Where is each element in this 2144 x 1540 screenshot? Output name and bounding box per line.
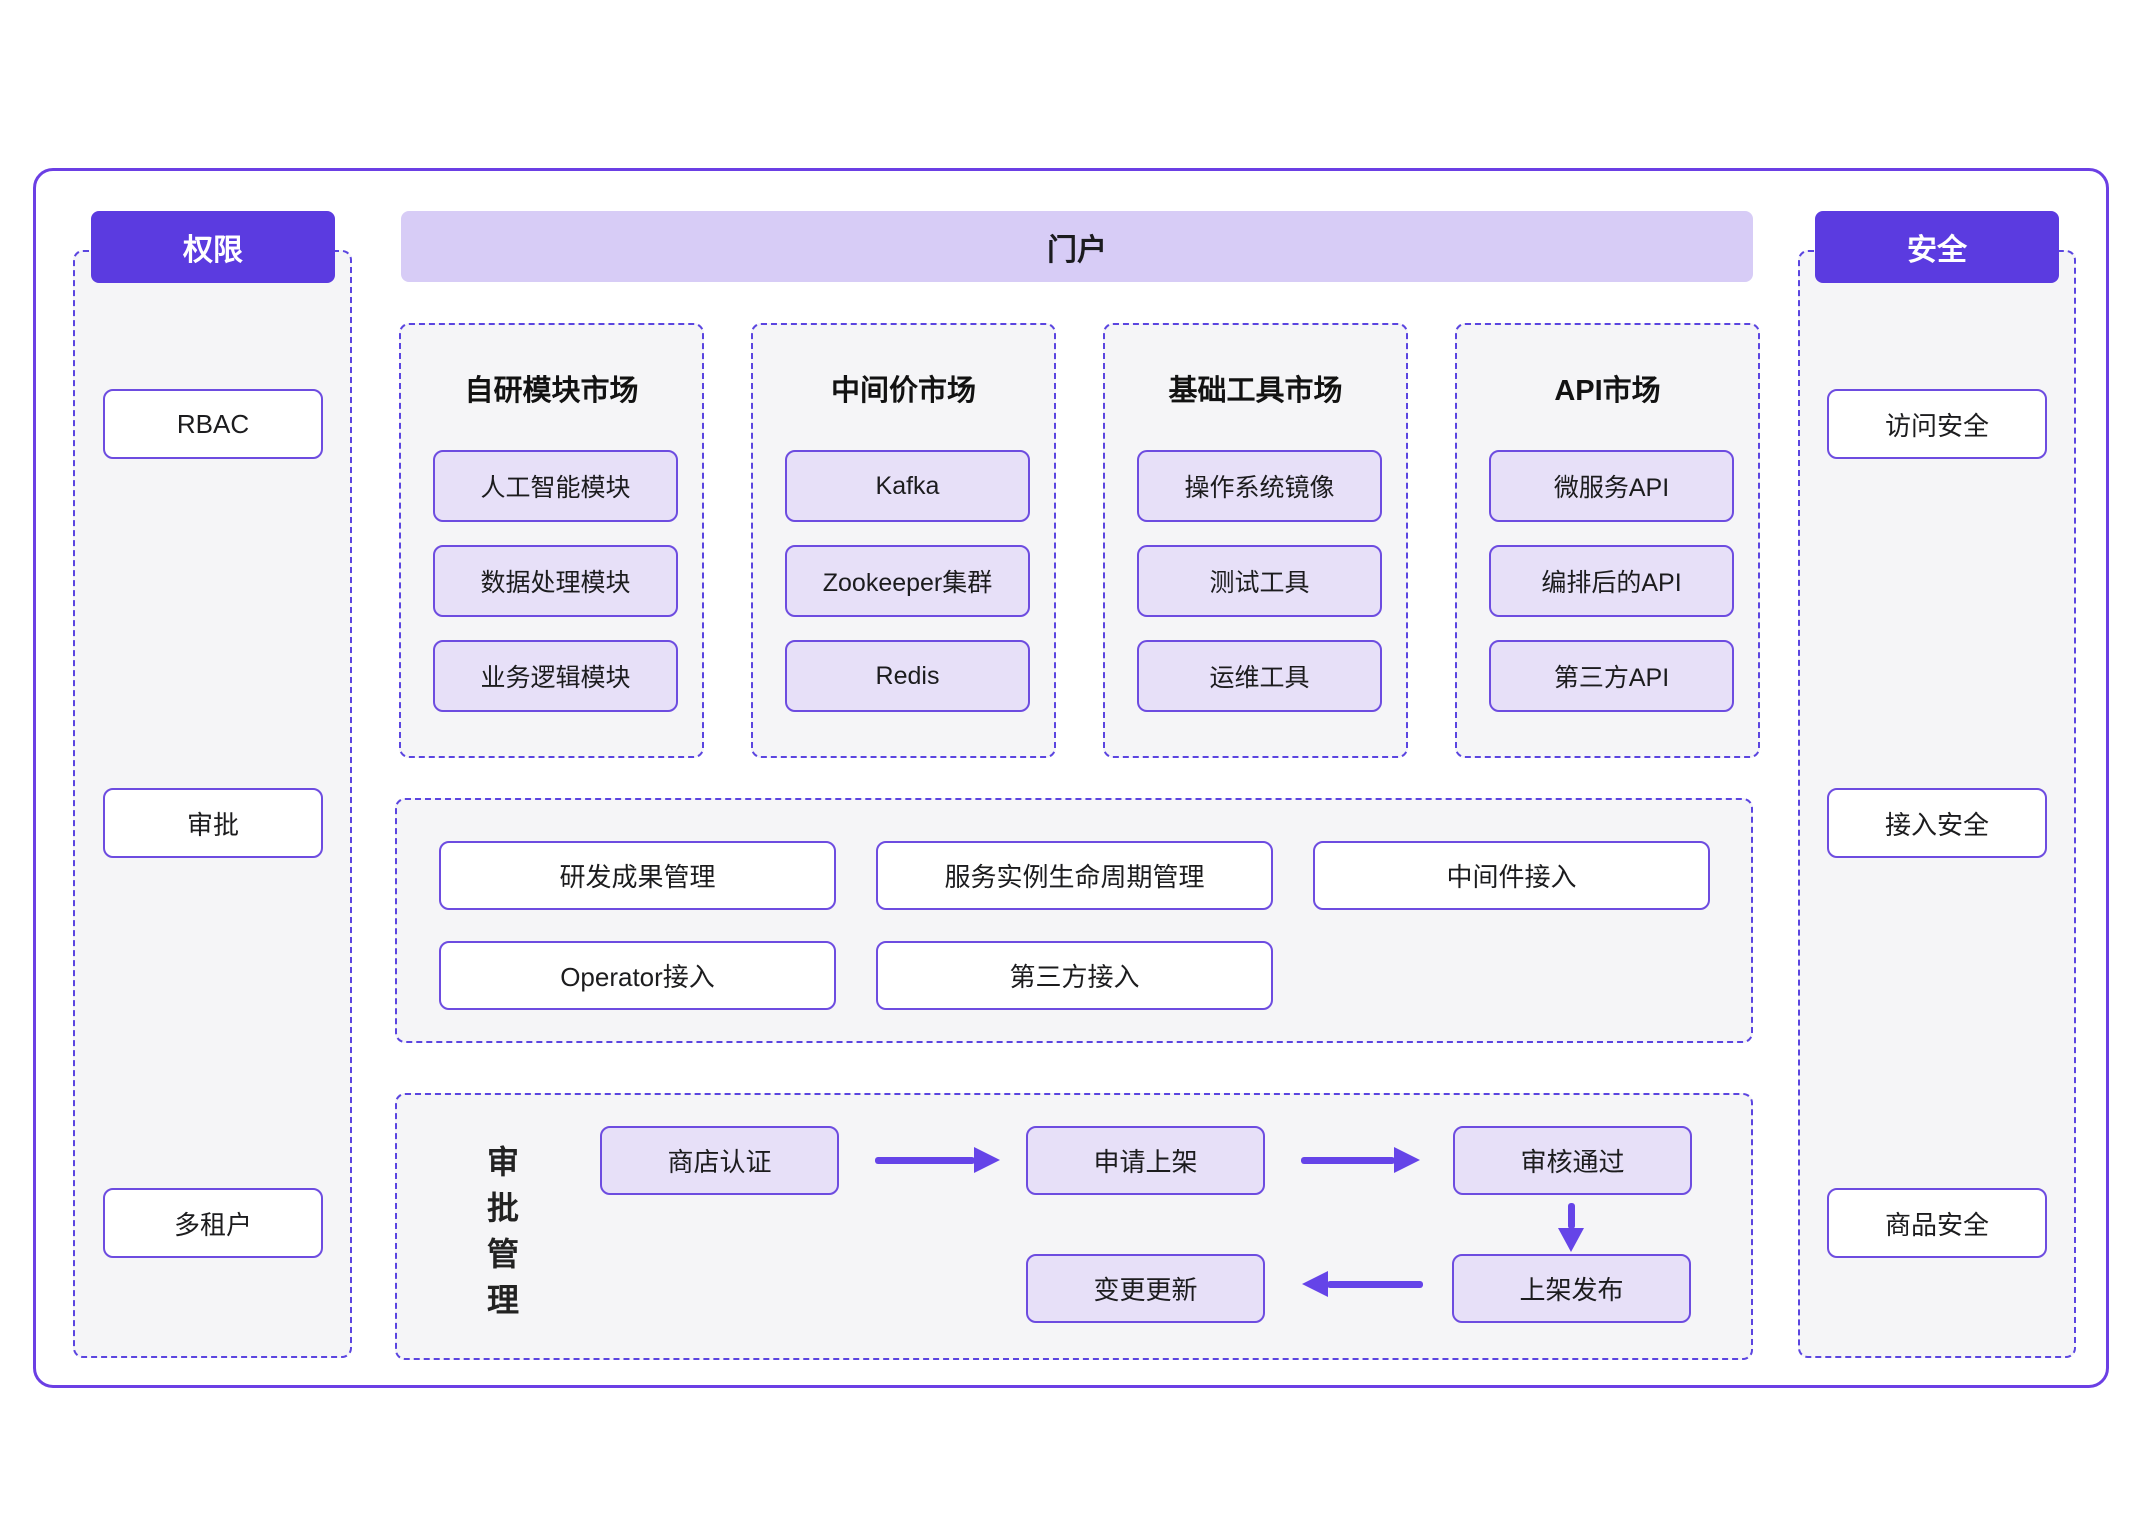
flow-step-label: 上架发布 [1519, 1275, 1624, 1305]
permissions-header: 权限 [91, 211, 335, 283]
market-item-label: Kafka [875, 471, 940, 500]
portal-banner: 门户 [401, 211, 1753, 282]
market-item: 第三方API [1489, 640, 1734, 712]
market-item: 数据处理模块 [433, 545, 678, 617]
market-item: 测试工具 [1137, 545, 1382, 617]
market-item: Kafka [785, 450, 1030, 522]
node-middleware-access: 中间件接入 [1313, 841, 1710, 910]
market-item-label: 业务逻辑模块 [480, 664, 631, 692]
approval-flow-label: 审批管理 [486, 1144, 519, 1318]
node-rbac: RBAC [103, 389, 323, 459]
node-multitenant: 多租户 [103, 1188, 323, 1258]
portal-banner-label: 门户 [1047, 233, 1107, 267]
market-title: 中间价市场 [830, 375, 976, 407]
market-item: Redis [785, 640, 1030, 712]
node-access-security-label: 访问安全 [1884, 410, 1989, 441]
arrow-apply-to-review [1301, 1147, 1420, 1173]
node-label: 中间件接入 [1446, 862, 1577, 892]
flow-step-change-update: 变更更新 [1026, 1254, 1265, 1323]
flow-step-apply-listing: 申请上架 [1026, 1126, 1265, 1195]
market-item: 运维工具 [1137, 640, 1382, 712]
arrow-review-to-publish [1558, 1203, 1584, 1252]
flow-step-store-certification: 商店认证 [600, 1126, 839, 1195]
node-product-security-label: 商品安全 [1884, 1209, 1989, 1240]
market-item: 人工智能模块 [433, 450, 678, 522]
diagram-frame: 权限 RBAC 审批 多租户 安全 访问安全 接入安全 商品安全 门户 自研模块… [33, 168, 2109, 1388]
permissions-header-label: 权限 [183, 234, 243, 267]
node-rd-results-mgmt: 研发成果管理 [439, 841, 836, 910]
security-header-label: 安全 [1907, 234, 1967, 267]
node-integration-security-label: 接入安全 [1884, 809, 1989, 840]
market-item-label: Redis [875, 661, 940, 690]
node-service-lifecycle-mgmt: 服务实例生命周期管理 [876, 841, 1273, 910]
node-multitenant-label: 多租户 [173, 1209, 252, 1240]
node-approval-label: 审批 [186, 809, 239, 840]
market-item-label: 第三方API [1553, 664, 1670, 692]
market-column-modules: 自研模块市场 人工智能模块 数据处理模块 业务逻辑模块 [399, 323, 704, 758]
market-item: 编排后的API [1489, 545, 1734, 617]
node-product-security: 商品安全 [1827, 1188, 2047, 1258]
market-item-label: 人工智能模块 [480, 474, 631, 502]
market-title: 自研模块市场 [464, 375, 639, 407]
node-integration-security: 接入安全 [1827, 788, 2047, 858]
market-column-middleware: 中间价市场 Kafka Zookeeper集群 Redis [751, 323, 1056, 758]
market-item-label: 微服务API [1553, 474, 1670, 502]
security-header: 安全 [1815, 211, 2059, 283]
node-rbac-label: RBAC [176, 408, 250, 439]
node-operator-access: Operator接入 [439, 941, 836, 1010]
flow-step-label: 商店认证 [667, 1147, 772, 1177]
flow-step-publish: 上架发布 [1452, 1254, 1691, 1323]
node-thirdparty-access: 第三方接入 [876, 941, 1273, 1010]
market-column-tools: 基础工具市场 操作系统镜像 测试工具 运维工具 [1103, 323, 1408, 758]
market-item-label: 编排后的API [1541, 569, 1682, 597]
flow-step-label: 变更更新 [1093, 1275, 1198, 1305]
market-item: 操作系统镜像 [1137, 450, 1382, 522]
arrow-certification-to-apply [875, 1147, 1000, 1173]
flow-step-label: 审核通过 [1520, 1147, 1625, 1177]
market-item-label: 操作系统镜像 [1184, 474, 1335, 502]
market-title: API市场 [1554, 375, 1661, 407]
market-item-label: 测试工具 [1209, 569, 1310, 597]
flow-step-label: 申请上架 [1093, 1147, 1198, 1177]
node-label: 第三方接入 [1009, 962, 1140, 992]
market-item: 业务逻辑模块 [433, 640, 678, 712]
market-item-label: 数据处理模块 [480, 569, 631, 597]
node-label: 研发成果管理 [559, 862, 716, 892]
market-column-api: API市场 微服务API 编排后的API 第三方API [1455, 323, 1760, 758]
market-item-label: Zookeeper集群 [822, 569, 993, 597]
node-label: Operator接入 [560, 962, 715, 992]
node-label: 服务实例生命周期管理 [944, 862, 1205, 892]
market-item: Zookeeper集群 [785, 545, 1030, 617]
flow-step-review-passed: 审核通过 [1453, 1126, 1692, 1195]
market-item: 微服务API [1489, 450, 1734, 522]
node-access-security: 访问安全 [1827, 389, 2047, 459]
node-approval: 审批 [103, 788, 323, 858]
market-item-label: 运维工具 [1209, 664, 1310, 692]
arrow-publish-to-update [1302, 1271, 1423, 1297]
market-title: 基础工具市场 [1168, 375, 1343, 407]
